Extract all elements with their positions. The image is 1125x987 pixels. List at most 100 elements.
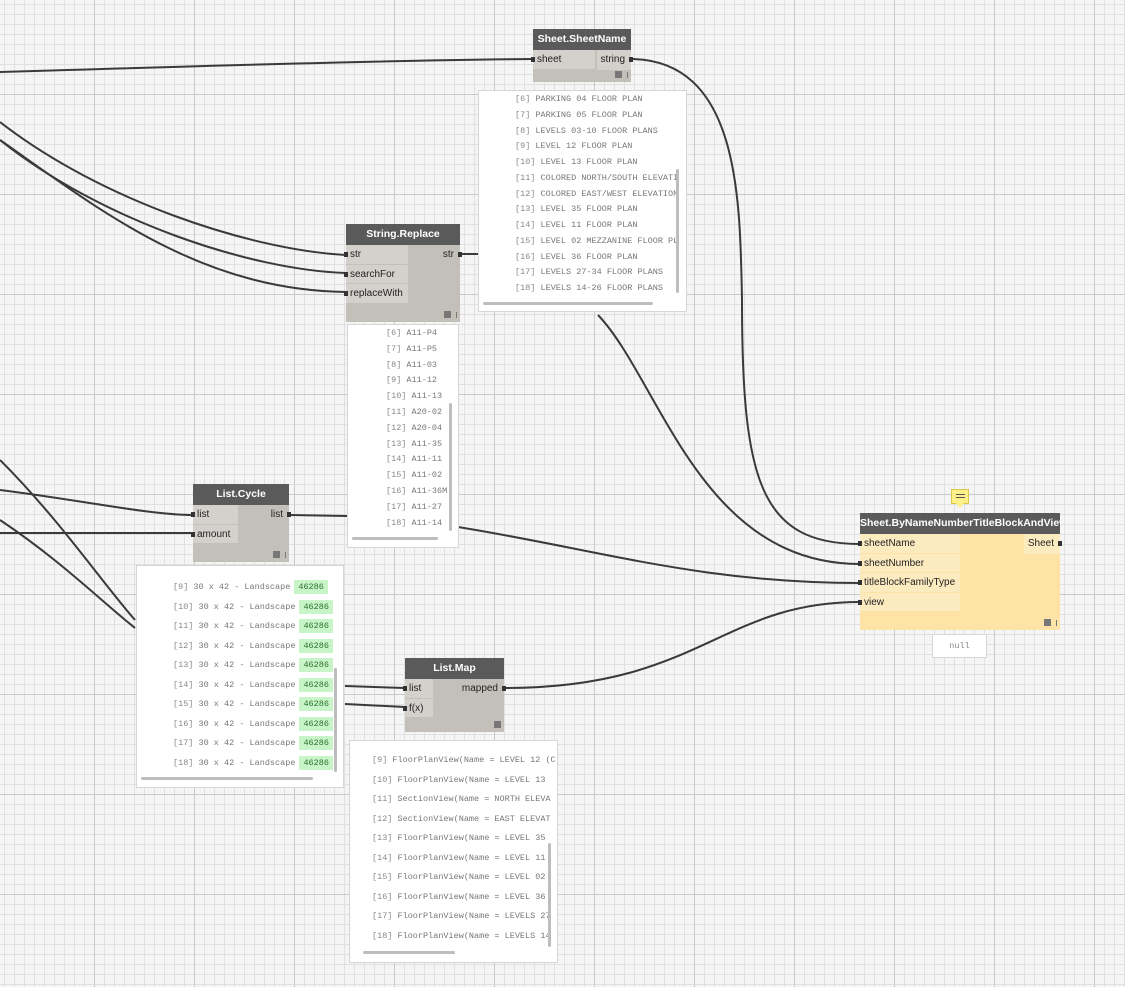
horizontal-scrollbar[interactable] [363, 951, 455, 954]
input-port-searchfor[interactable]: searchFor [344, 264, 408, 284]
output-port-str[interactable]: str [439, 245, 463, 265]
list-item: [15] FloorPlanView(Name = LEVEL 02 [372, 872, 545, 882]
node-title[interactable]: Sheet.ByNameNumberTitleBlockAndView [860, 513, 1060, 534]
input-port-titleblockfamilytype[interactable]: titleBlockFamilyType [858, 573, 960, 593]
element-id-badge[interactable]: 46286 [299, 736, 333, 750]
node-title[interactable]: String.Replace [346, 224, 460, 245]
horizontal-scrollbar[interactable] [141, 777, 313, 780]
element-id-badge[interactable]: 46286 [299, 716, 333, 731]
list-item: [11] COLORED NORTH/SOUTH ELEVATI [515, 173, 678, 183]
list-item-value: 30 x 42 - Landscape [193, 660, 296, 670]
vertical-scrollbar[interactable] [676, 169, 679, 293]
vertical-scrollbar[interactable] [548, 843, 551, 947]
list-item-index: [10] [386, 391, 407, 402]
input-port-fx[interactable]: f(x) [403, 698, 433, 718]
element-id-badge[interactable]: 46286 [299, 619, 333, 633]
list-item: [14] A11-11 [386, 454, 442, 464]
preview-toggle-icon[interactable] [615, 70, 622, 78]
output-port-list[interactable]: list [267, 505, 292, 525]
node-title[interactable]: Sheet.SheetName [533, 29, 631, 50]
list-item-index: [17] [372, 911, 393, 921]
resize-handle-icon[interactable] [456, 311, 457, 318]
list-item: [18] FloorPlanView(Name = LEVELS 14 [372, 931, 551, 941]
wire-to-sheetname [0, 58, 534, 73]
list-item: [6] PARKING 04 FLOOR PLAN [515, 94, 643, 104]
list-item-index: [9] [515, 141, 531, 152]
element-id-badge[interactable]: 46286 [294, 580, 328, 594]
output-port-sheet[interactable]: Sheet [1023, 534, 1063, 554]
list-item-value: LEVELS 03-10 FLOOR PLANS [530, 125, 658, 136]
list-item-value: FloorPlanView(Name = LEVEL 11 [392, 852, 546, 863]
list-item-index: [17] [515, 267, 536, 278]
node-title[interactable]: List.Map [405, 658, 504, 679]
list-item-index: [10] [372, 774, 393, 785]
comment-icon[interactable] [951, 489, 969, 508]
node-string-replace[interactable]: String.Replace str searchFor replaceWith… [344, 224, 463, 322]
vertical-scrollbar[interactable] [449, 403, 452, 531]
node-title[interactable]: List.Cycle [193, 484, 289, 505]
input-port-amount[interactable]: amount [191, 524, 238, 544]
list-item-value: LEVEL 36 FLOOR PLAN [535, 251, 638, 262]
list-item: [12] A20-04 [386, 423, 442, 433]
element-id-badge[interactable]: 46286 [299, 638, 333, 653]
list-item-index: [15] [173, 699, 194, 709]
list-item-index: [16] [173, 718, 194, 729]
node-sheet-sheetname[interactable]: Sheet.SheetName sheet string [531, 29, 634, 82]
preview-toggle-icon[interactable] [273, 551, 280, 558]
input-port-sheetname[interactable]: sheetName [858, 534, 960, 554]
list-item-value: 30 x 42 - Landscape [193, 699, 296, 709]
wire-sheetname-out [630, 58, 861, 545]
list-item-index: [18] [386, 517, 407, 528]
preview-list-map[interactable]: [9] FloorPlanView(Name = LEVEL 12 (C[10]… [349, 740, 558, 963]
input-port-view[interactable]: view [858, 592, 960, 612]
resize-handle-icon[interactable] [1056, 620, 1057, 626]
node-list-cycle[interactable]: List.Cycle list amount list [191, 484, 292, 562]
list-item: [8] LEVELS 03-10 FLOOR PLANS [515, 126, 658, 136]
node-body: str searchFor replaceWith str [344, 245, 463, 304]
wire-to-replacewith [0, 139, 347, 293]
wire-to-cycle-list [0, 489, 194, 516]
input-port-list[interactable]: list [403, 679, 433, 699]
output-port-mapped[interactable]: mapped [458, 679, 507, 699]
resize-handle-icon[interactable] [627, 71, 628, 78]
horizontal-scrollbar[interactable] [483, 302, 653, 305]
list-item-value: FloorPlanView(Name = LEVELS 14 [392, 930, 551, 941]
wire-titleblock [457, 526, 861, 584]
element-id-badge[interactable]: 46286 [299, 599, 333, 614]
resize-handle-icon[interactable] [285, 552, 286, 558]
horizontal-scrollbar[interactable] [352, 537, 438, 540]
element-id-badge[interactable]: 46286 [299, 697, 333, 711]
list-item: [13] LEVEL 35 FLOOR PLAN [515, 204, 637, 214]
input-port-str[interactable]: str [344, 245, 408, 265]
node-body: list f(x) mapped [403, 679, 507, 718]
list-item-value: COLORED EAST/WEST ELEVATION [535, 188, 679, 199]
list-item-index: [17] [173, 738, 194, 748]
input-port-replacewith[interactable]: replaceWith [344, 284, 408, 304]
element-id-badge[interactable]: 46286 [299, 677, 333, 692]
list-item: [14] FloorPlanView(Name = LEVEL 11 [372, 853, 545, 863]
input-port-sheetnumber[interactable]: sheetNumber [858, 553, 960, 573]
node-sheet-by-name-number-titleblock-view[interactable]: Sheet.ByNameNumberTitleBlockAndView shee… [858, 513, 1063, 630]
output-port-string[interactable]: string [596, 50, 634, 70]
list-item-index: [10] [515, 157, 536, 167]
node-list-map[interactable]: List.Map list f(x) mapped [403, 658, 507, 732]
wire-view [504, 601, 861, 689]
list-item-index: [14] [515, 220, 536, 230]
preview-toggle-icon[interactable] [1044, 619, 1051, 626]
preview-sheetname[interactable]: [6] PARKING 04 FLOOR PLAN[7] PARKING 05 … [478, 90, 687, 312]
list-item: [15] LEVEL 02 MEZZANINE FLOOR PL [515, 236, 678, 246]
vertical-scrollbar[interactable] [334, 668, 337, 772]
element-id-badge[interactable]: 46286 [299, 658, 333, 672]
list-item: [12] COLORED EAST/WEST ELEVATION [515, 189, 678, 199]
list-item-index: [18] [173, 757, 194, 768]
preview-string-replace[interactable]: [6] A11-P4[7] A11-P5[8] A11-03[9] A11-12… [347, 324, 459, 548]
preview-toggle-icon[interactable] [494, 721, 501, 728]
input-port-sheet[interactable]: sheet [531, 50, 595, 70]
element-id-badge[interactable]: 46286 [299, 755, 333, 770]
preview-toggle-icon[interactable] [444, 310, 451, 318]
input-port-list[interactable]: list [191, 505, 238, 525]
list-item-value: COLORED NORTH/SOUTH ELEVATI [535, 172, 679, 183]
